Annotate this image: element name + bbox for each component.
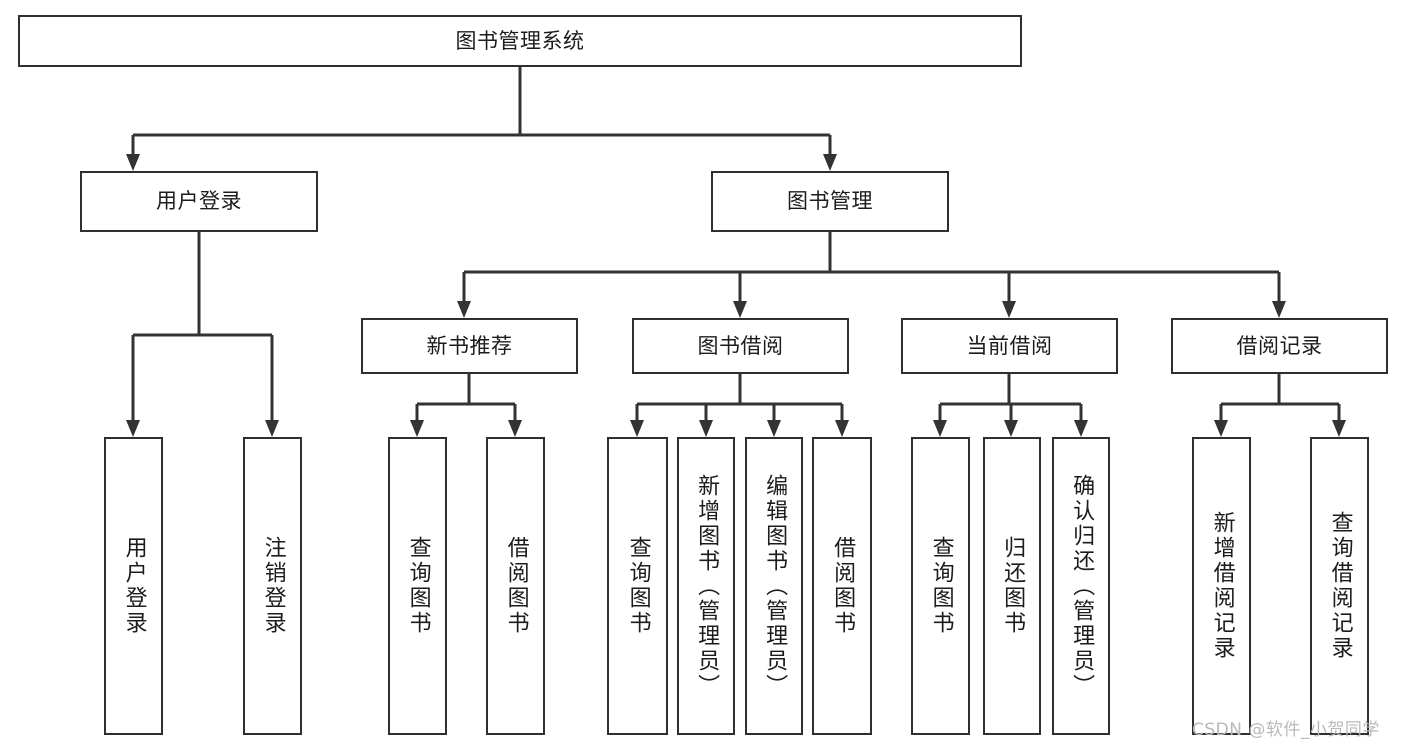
node-label-book-manage: 图书管理 xyxy=(787,189,873,214)
node-label-leaf-return-book: 归还图书 xyxy=(1000,536,1026,636)
conn-currentborrow-children-branch-0-arrowhead xyxy=(933,420,947,437)
conn-userlogin-children-branch-0-arrowhead xyxy=(126,420,140,437)
node-user-login[interactable]: 用户登录 xyxy=(80,171,318,232)
node-leaf-confirm-return[interactable]: 确认归还（管理员） xyxy=(1052,437,1110,735)
node-label-new-book-recommend: 新书推荐 xyxy=(426,333,513,358)
node-book-borrow[interactable]: 图书借阅 xyxy=(632,318,849,374)
node-leaf-edit-book[interactable]: 编辑图书（管理员） xyxy=(745,437,803,735)
node-label-leaf-add-record: 新增借阅记录 xyxy=(1209,511,1235,661)
node-label-leaf-query-book-cur: 查询图书 xyxy=(928,536,954,636)
conn-borrowrecord-children-branch-0-arrowhead xyxy=(1214,420,1228,437)
node-label-borrow-record: 借阅记录 xyxy=(1236,333,1323,358)
node-leaf-add-record[interactable]: 新增借阅记录 xyxy=(1192,437,1251,735)
node-label-leaf-confirm-return: 确认归还（管理员） xyxy=(1069,473,1095,699)
node-label-leaf-borrow-book-rec: 借阅图书 xyxy=(503,536,529,636)
conn-newbook-children-branch-1-arrowhead xyxy=(508,420,522,437)
connector-lines xyxy=(126,67,1346,437)
node-leaf-query-book-rec[interactable]: 查询图书 xyxy=(388,437,447,735)
watermark-text: CSDN @软件_小贺同学 xyxy=(1192,720,1380,740)
conn-bookborrow-children-branch-2-arrowhead xyxy=(767,420,781,437)
node-leaf-add-book[interactable]: 新增图书（管理员） xyxy=(677,437,735,735)
node-label-leaf-query-book-borrow: 查询图书 xyxy=(625,536,651,636)
conn-bookborrow-children-branch-1-arrowhead xyxy=(699,420,713,437)
node-leaf-borrow-book[interactable]: 借阅图书 xyxy=(812,437,872,735)
node-current-borrow[interactable]: 当前借阅 xyxy=(901,318,1118,374)
conn-bookmanage-children-branch-3-arrowhead xyxy=(1272,301,1286,318)
node-new-book-recommend[interactable]: 新书推荐 xyxy=(361,318,578,374)
node-leaf-user-login[interactable]: 用户登录 xyxy=(104,437,163,735)
conn-bookmanage-children-branch-0-arrowhead xyxy=(457,301,471,318)
conn-userlogin-children-branch-1-arrowhead xyxy=(265,420,279,437)
node-label-leaf-query-record: 查询借阅记录 xyxy=(1327,511,1353,661)
node-book-manage[interactable]: 图书管理 xyxy=(711,171,949,232)
node-label-leaf-edit-book: 编辑图书（管理员） xyxy=(762,473,788,699)
node-leaf-query-book-cur[interactable]: 查询图书 xyxy=(911,437,970,735)
node-label-leaf-borrow-book: 借阅图书 xyxy=(830,536,856,636)
node-borrow-record[interactable]: 借阅记录 xyxy=(1171,318,1388,374)
conn-bookborrow-children-branch-3-arrowhead xyxy=(835,420,849,437)
conn-newbook-children-branch-0-arrowhead xyxy=(410,420,424,437)
conn-bookmanage-children-branch-2-arrowhead xyxy=(1002,301,1016,318)
node-label-current-borrow: 当前借阅 xyxy=(966,333,1053,358)
node-root[interactable]: 图书管理系统 xyxy=(18,15,1022,67)
conn-bookmanage-children-branch-1-arrowhead xyxy=(733,301,747,318)
node-leaf-borrow-book-rec[interactable]: 借阅图书 xyxy=(486,437,545,735)
node-leaf-query-book-borrow[interactable]: 查询图书 xyxy=(607,437,668,735)
conn-bookborrow-children-branch-0-arrowhead xyxy=(630,420,644,437)
conn-borrowrecord-children-branch-1-arrowhead xyxy=(1332,420,1346,437)
node-label-leaf-add-book: 新增图书（管理员） xyxy=(694,473,720,699)
node-label-leaf-logout: 注销登录 xyxy=(260,536,286,636)
conn-root-children-branch-0-arrowhead xyxy=(126,154,140,171)
conn-currentborrow-children-branch-2-arrowhead xyxy=(1074,420,1088,437)
node-leaf-query-record[interactable]: 查询借阅记录 xyxy=(1310,437,1369,735)
node-label-book-borrow: 图书借阅 xyxy=(697,333,784,358)
conn-currentborrow-children-branch-1-arrowhead xyxy=(1004,420,1018,437)
node-label-root: 图书管理系统 xyxy=(455,28,585,53)
node-leaf-return-book[interactable]: 归还图书 xyxy=(983,437,1041,735)
node-label-leaf-user-login: 用户登录 xyxy=(121,536,147,636)
conn-root-children-branch-1-arrowhead xyxy=(823,154,837,171)
node-leaf-logout[interactable]: 注销登录 xyxy=(243,437,302,735)
node-label-leaf-query-book-rec: 查询图书 xyxy=(405,536,431,636)
node-label-user-login: 用户登录 xyxy=(156,189,242,214)
